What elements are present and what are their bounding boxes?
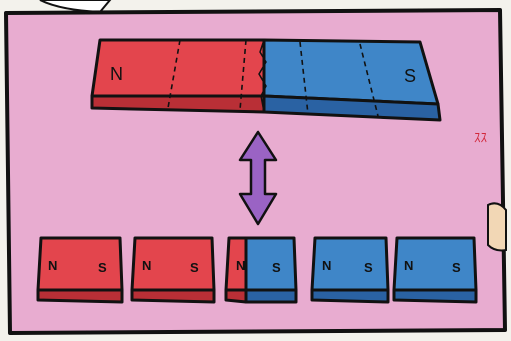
small-magnet-side — [132, 290, 214, 302]
small-magnet-north-side — [226, 290, 246, 302]
small-magnet-south-top — [246, 238, 296, 290]
small-magnet-south-label: S — [452, 260, 461, 275]
hand-fragment — [488, 203, 506, 250]
margin-sound-text: ｽｽ — [474, 130, 488, 145]
small-magnet-south-label: S — [272, 260, 281, 275]
small-magnet-north-label: N — [48, 258, 57, 273]
small-magnet-north-label: N — [322, 258, 331, 273]
small-magnet-side — [38, 290, 122, 302]
big-magnet-north-side — [92, 96, 264, 112]
big-magnet-north-label: N — [110, 64, 123, 84]
small-magnet-side — [394, 290, 476, 302]
small-magnet-south-label: S — [98, 260, 107, 275]
small-magnet-south-label: S — [364, 260, 373, 275]
speech-bubble-corner — [40, 0, 110, 12]
small-magnet-south-label: S — [190, 260, 199, 275]
small-magnet-north-label: N — [404, 258, 413, 273]
small-magnet-north-label: N — [142, 258, 151, 273]
small-magnet-south-side — [246, 290, 296, 302]
big-magnet-south-label: S — [404, 66, 416, 86]
small-magnet-side — [312, 290, 388, 302]
small-magnet-north-label: N — [236, 258, 245, 273]
big-magnet: N S — [92, 40, 440, 120]
